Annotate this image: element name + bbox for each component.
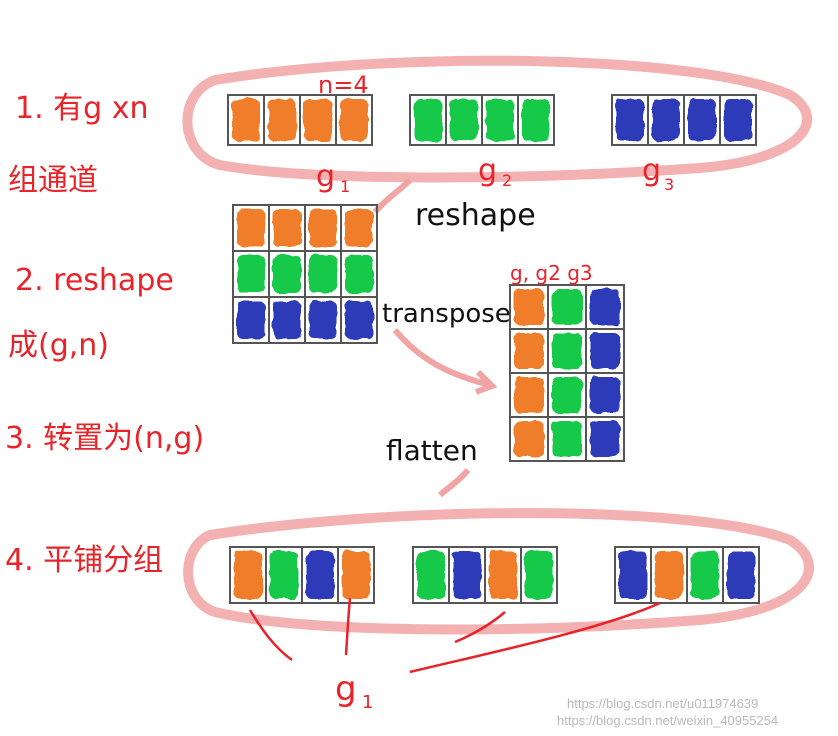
cell-outline <box>585 416 625 462</box>
arrow-reshape <box>372 177 413 214</box>
green-channel-cell <box>552 421 582 457</box>
bottom-highlight-ellipse <box>183 508 814 635</box>
cell-outline <box>517 94 555 146</box>
step4-label: 4. 平铺分组 <box>5 543 163 578</box>
transpose-grid <box>509 284 625 462</box>
green-channel-cell <box>522 99 550 141</box>
blue-channel-cell <box>590 289 620 325</box>
orange-channel-cell <box>342 551 370 599</box>
orange-channel-cell <box>232 99 260 141</box>
g3-label: g <box>642 153 661 188</box>
bottom-group-1 <box>229 546 375 604</box>
blue-channel-cell <box>345 301 373 339</box>
green-channel-cell <box>237 255 265 293</box>
cell-outline <box>337 546 375 604</box>
g1-sub: 1 <box>340 177 350 196</box>
green-channel-cell <box>486 99 514 141</box>
green-channel-cell <box>414 99 442 141</box>
green-channel-cell <box>273 255 301 293</box>
orange-channel-cell <box>514 289 544 325</box>
top-group-2 <box>409 94 555 146</box>
top-highlight-ellipse <box>182 55 813 183</box>
cell-outline <box>340 296 378 344</box>
green-channel-cell <box>552 377 582 413</box>
blue-channel-cell <box>727 551 755 599</box>
green-channel-cell <box>691 551 719 599</box>
green-channel-cell <box>309 255 337 293</box>
blue-channel-cell <box>237 301 265 339</box>
orange-channel-cell <box>345 209 373 247</box>
blue-channel-cell <box>590 333 620 369</box>
orange-channel-cell <box>309 209 337 247</box>
blue-channel-cell <box>724 99 752 141</box>
transpose-column-labels: g, g2 g3 <box>510 261 593 285</box>
step2-line1: 2. reshape <box>15 263 174 298</box>
blue-channel-cell <box>688 99 716 141</box>
g1-connector-lines <box>248 597 661 674</box>
reshape-grid <box>232 204 378 344</box>
green-channel-cell <box>345 255 373 293</box>
blue-channel-cell <box>453 551 481 599</box>
blue-channel-cell <box>590 421 620 457</box>
g1-label: g <box>316 159 335 194</box>
cell-outline <box>719 94 757 146</box>
orange-channel-cell <box>655 551 683 599</box>
green-channel-cell <box>525 551 553 599</box>
step3-label: 3. 转置为(n,g) <box>5 421 204 456</box>
watermark-line2: https://blog.csdn.net/weixin_40955254 <box>557 713 778 728</box>
blue-channel-cell <box>619 551 647 599</box>
step2-line2: 成(g,n) <box>8 328 109 363</box>
blue-channel-cell <box>273 301 301 339</box>
g3-sub: 3 <box>664 175 674 194</box>
green-channel-cell <box>450 99 478 141</box>
orange-channel-cell <box>304 99 332 141</box>
orange-channel-cell <box>234 551 262 599</box>
bottom-group-3 <box>614 546 760 604</box>
green-channel-cell <box>552 333 582 369</box>
n-label: n=4 <box>318 71 369 99</box>
step1-line1: 1. 有g xn <box>15 91 149 126</box>
top-group-3 <box>611 94 757 146</box>
arrow-transpose <box>392 328 498 395</box>
green-channel-cell <box>270 551 298 599</box>
arrow-flatten <box>438 468 471 498</box>
green-channel-cell <box>417 551 445 599</box>
orange-channel-cell <box>489 551 517 599</box>
blue-channel-cell <box>590 377 620 413</box>
g1-bottom-label: g <box>335 669 357 709</box>
orange-channel-cell <box>514 333 544 369</box>
bottom-group-2 <box>412 546 558 604</box>
orange-channel-cell <box>268 99 296 141</box>
top-group-1 <box>227 94 373 146</box>
orange-channel-cell <box>514 421 544 457</box>
orange-channel-cell <box>273 209 301 247</box>
blue-channel-cell <box>309 301 337 339</box>
blue-channel-cell <box>652 99 680 141</box>
green-channel-cell <box>552 289 582 325</box>
g2-label: g <box>478 153 497 188</box>
transpose-label: transpose <box>382 299 511 329</box>
cell-outline <box>520 546 558 604</box>
orange-channel-cell <box>514 377 544 413</box>
orange-channel-cell <box>237 209 265 247</box>
g1-bottom-sub: 1 <box>362 692 373 713</box>
blue-channel-cell <box>306 551 334 599</box>
watermark-line1: https://blog.csdn.net/u011974639 <box>567 696 758 711</box>
g2-sub: 2 <box>502 171 512 190</box>
cell-outline <box>722 546 760 604</box>
reshape-label: reshape <box>415 198 536 233</box>
orange-channel-cell <box>340 99 368 141</box>
blue-channel-cell <box>616 99 644 141</box>
cell-outline <box>335 94 373 146</box>
flatten-label: flatten <box>386 434 478 467</box>
step1-line2: 组通道 <box>8 163 98 198</box>
